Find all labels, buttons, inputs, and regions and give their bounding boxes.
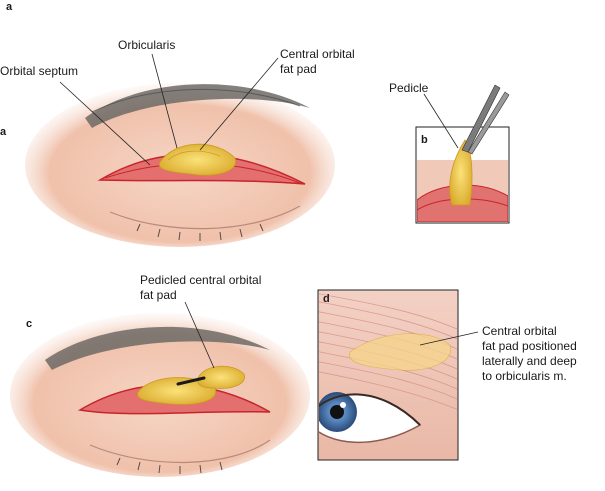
panel-c-illustration (10, 301, 310, 477)
label-orbicularis: Orbicularis (118, 38, 176, 52)
label-positioned-line3: laterally and deep (482, 354, 577, 368)
panel-c-lashes (116, 457, 223, 474)
label-orbital-septum: Orbital septum (0, 64, 79, 78)
panel-c-pedicled-fat-pad (197, 365, 245, 389)
label-positioned-line4: to orbicularis m. (482, 369, 567, 383)
leader-orbital-septum (59, 81, 151, 166)
leader-positioned-fat-pad (419, 331, 479, 346)
label-positioned-line1: Central orbital (482, 324, 557, 338)
panel-d-fat-pad (349, 333, 451, 371)
panel-a-central-fat-pad (158, 143, 236, 176)
label-central-fat-pad-line2: fat pad (280, 62, 317, 76)
panel-c-central-fat-pad (137, 377, 216, 405)
panel-label-a: a (6, 1, 13, 13)
leader-pedicled-fat-pad (184, 301, 215, 369)
panel-d-illustration (317, 289, 479, 461)
panel-c-eyebrow (45, 326, 270, 370)
label-pedicled-line1: Pedicled central orbital (140, 273, 262, 287)
panel-a-lower-lid (109, 205, 301, 230)
panel-a-illustration (25, 53, 335, 247)
label-pedicle: Pedicle (389, 81, 429, 95)
leader-pedicle (423, 93, 459, 149)
panel-label-d: d (323, 293, 330, 305)
panel-c-suture (176, 376, 206, 386)
leader-orbicularis (151, 53, 178, 149)
panel-label-b: b (421, 134, 428, 146)
leader-central-fat-pad (199, 57, 279, 151)
panel-label-a-side: a (0, 126, 7, 138)
label-central-fat-pad-line1: Central orbital (280, 47, 355, 61)
panel-b-forceps (461, 84, 501, 153)
panel-a-lashes (136, 223, 264, 241)
label-pedicled-line2: fat pad (140, 288, 177, 302)
panel-b-pedicle (449, 139, 473, 206)
label-positioned-line2: fat pad positioned (482, 339, 577, 353)
panel-label-c: c (26, 318, 33, 330)
panel-b-illustration (415, 84, 510, 224)
